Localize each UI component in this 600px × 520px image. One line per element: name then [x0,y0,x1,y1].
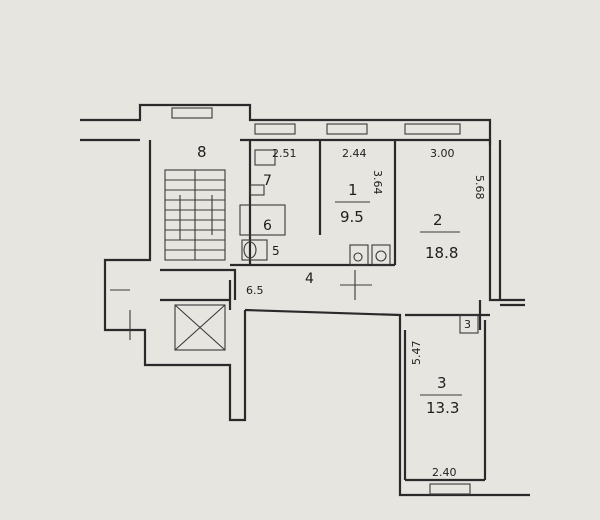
building-walls [80,103,530,497]
room-3-area: 13.3 [426,399,459,417]
room-5-number: 5 [272,244,280,258]
small-marker-3: 3 [464,318,471,331]
elevator-shaft [174,304,226,351]
room-7-number: 7 [263,173,272,189]
room-3-number: 3 [437,374,447,392]
room-1-number: 1 [348,181,358,199]
fixtures [110,149,479,340]
room-3-depth: 5.47 [410,341,423,366]
room-2-depth: 5.68 [473,175,486,200]
kitchen-width: 2.51 [272,147,297,160]
dimension-lines [335,201,462,396]
room-4-number: 4 [305,271,314,287]
room-3-width: 2.40 [432,466,457,479]
hall-width: 6.5 [246,284,264,297]
room-6-number: 6 [263,218,272,234]
room-2-area: 18.8 [425,244,458,262]
room-1-width: 2.44 [342,147,367,160]
window-marks [171,107,471,495]
room-1-depth: 3.64 [371,170,384,195]
staircase [164,169,226,261]
room-2-width: 3.00 [430,147,455,160]
room-8-number: 8 [197,143,207,161]
room-2-number: 2 [433,211,443,229]
room-1-area: 9.5 [340,208,364,226]
